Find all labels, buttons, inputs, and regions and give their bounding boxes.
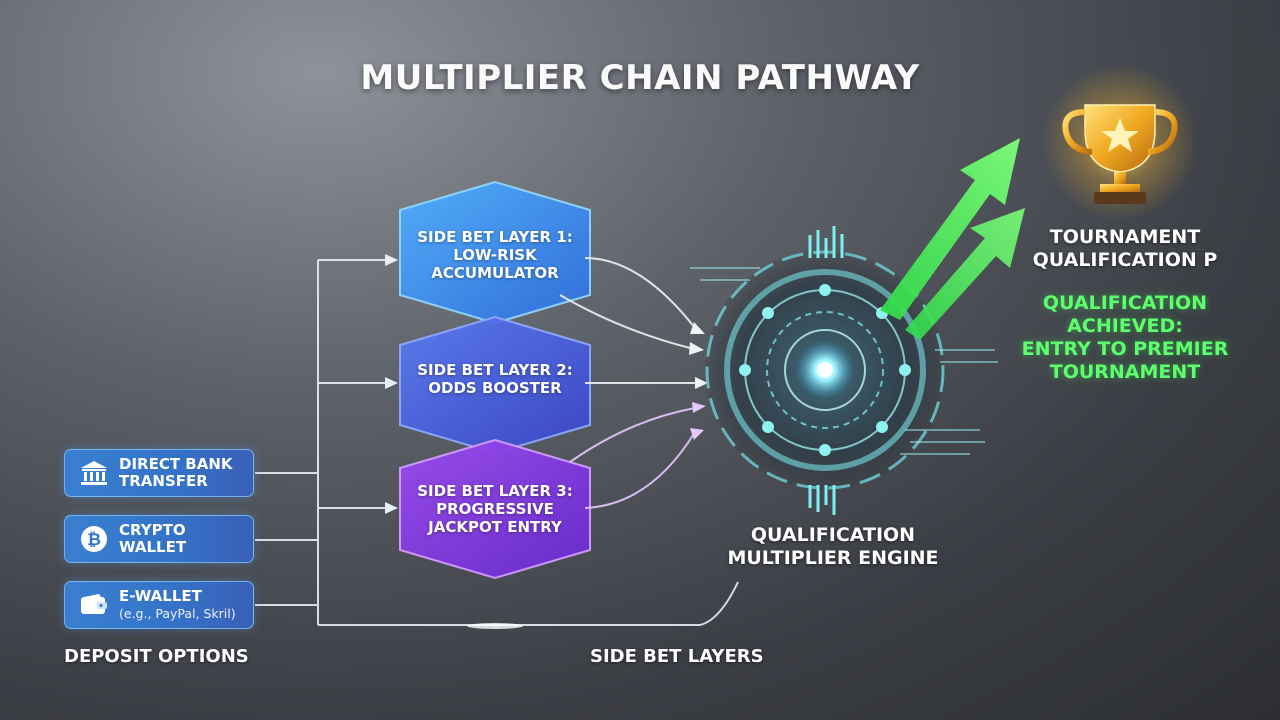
trophy-icon	[1042, 64, 1198, 220]
deposit-label: DIRECT BANK TRANSFER	[119, 456, 233, 490]
layer-line: SIDE BET LAYER 2:	[417, 361, 573, 379]
side-bet-layer-1[interactable]: SIDE BET LAYER 1: LOW-RISK ACCUMULATOR	[405, 228, 585, 282]
page-title: MULTIPLIER CHAIN PATHWAY	[360, 58, 920, 98]
achieved-line: ACHIEVED:	[1067, 315, 1183, 337]
deposit-option-ewallet[interactable]: E-WALLET (e.g., PayPal, Skril)	[64, 581, 254, 629]
deposit-line: WALLET	[119, 538, 187, 556]
qualification-achieved-text: QUALIFICATION ACHIEVED: ENTRY TO PREMIER…	[1000, 292, 1250, 384]
tournament-label-line: QUALIFICATION P	[1032, 249, 1218, 271]
layer-line: SIDE BET LAYER 1:	[417, 228, 573, 246]
side-bet-layer-2[interactable]: SIDE BET LAYER 2: ODDS BOOSTER	[405, 361, 585, 397]
deposit-sub: (e.g., PayPal, Skril)	[119, 606, 236, 621]
achieved-line: QUALIFICATION	[1042, 292, 1208, 314]
bitcoin-icon: ₿	[79, 524, 109, 554]
wallet-icon	[79, 590, 109, 620]
engine-label-line: MULTIPLIER ENGINE	[727, 547, 939, 569]
deposit-line: TRANSFER	[119, 472, 208, 490]
tournament-label-line: TOURNAMENT	[1049, 226, 1201, 248]
achieved-line: TOURNAMENT	[1049, 361, 1201, 383]
deposit-line: CRYPTO	[119, 521, 186, 539]
layer-line: SIDE BET LAYER 3:	[417, 482, 573, 500]
deposit-line: E-WALLET	[119, 587, 202, 605]
up-arrow-icon	[880, 138, 1025, 340]
engine-label-line: QUALIFICATION	[750, 524, 916, 546]
tournament-label: TOURNAMENT QUALIFICATION P	[1010, 226, 1240, 272]
deposit-option-crypto[interactable]: ₿ CRYPTO WALLET	[64, 515, 254, 563]
layer-line: JACKPOT ENTRY	[428, 518, 562, 536]
side-bet-layer-3[interactable]: SIDE BET LAYER 3: PROGRESSIVE JACKPOT EN…	[405, 482, 585, 536]
deposit-label: E-WALLET (e.g., PayPal, Skril)	[119, 588, 236, 622]
bank-icon	[79, 458, 109, 488]
svg-text:₿: ₿	[87, 530, 101, 550]
layer-line: ACCUMULATOR	[431, 264, 559, 282]
deposit-line: DIRECT BANK	[119, 455, 233, 473]
engine-label: QUALIFICATION MULTIPLIER ENGINE	[700, 524, 966, 570]
layer-line: LOW-RISK	[453, 246, 537, 264]
achieved-line: ENTRY TO PREMIER	[1021, 338, 1229, 360]
side-bet-layers-label: SIDE BET LAYERS	[590, 646, 764, 667]
gear-engine-icon	[690, 226, 998, 515]
layer-line: PROGRESSIVE	[436, 500, 554, 518]
deposit-option-bank[interactable]: DIRECT BANK TRANSFER	[64, 449, 254, 497]
layer-line: ODDS BOOSTER	[428, 379, 562, 397]
deposit-label: CRYPTO WALLET	[119, 522, 186, 556]
deposit-options-label: DEPOSIT OPTIONS	[64, 646, 249, 667]
